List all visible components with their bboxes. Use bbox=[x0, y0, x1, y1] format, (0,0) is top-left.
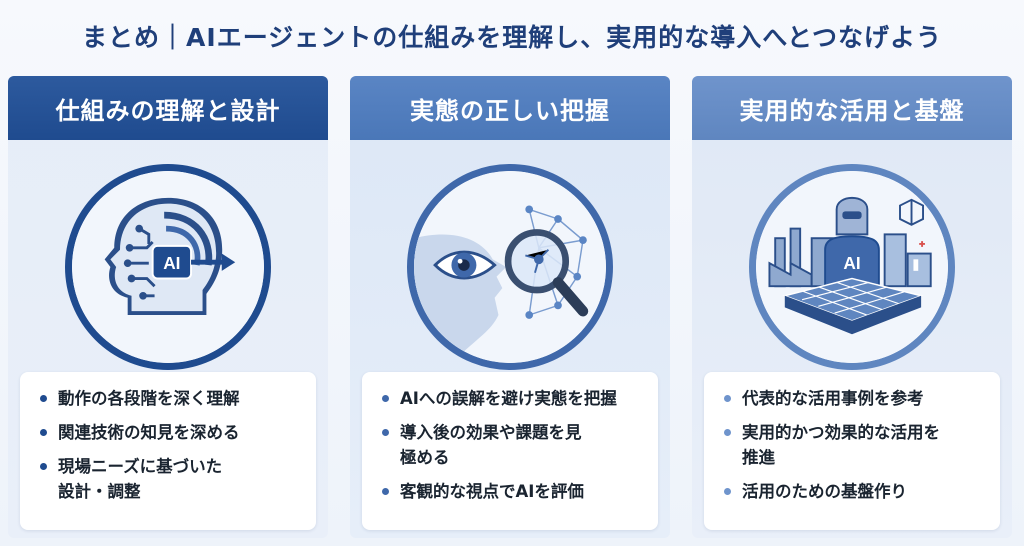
bullet-card: 動作の各段階を深く理解 関連技術の知見を深める 現場ニーズに基づいた 設計・調整 bbox=[20, 372, 316, 530]
column-practical-use: 実用的な活用と基盤 AI bbox=[692, 76, 1012, 538]
column-header: 仕組みの理解と設計 bbox=[8, 76, 328, 140]
bullet-card: 代表的な活用事例を参考 実用的かつ効果的な活用を 推進 活用のための基盤作り bbox=[704, 372, 1000, 530]
list-item: 代表的な活用事例を参考 bbox=[724, 386, 990, 411]
robot-chest-label: AI bbox=[843, 253, 860, 273]
ai-head-circuit-icon: AI bbox=[65, 164, 271, 370]
list-item: 導入後の効果や課題を見 極める bbox=[382, 420, 648, 470]
list-item: 関連技術の知見を深める bbox=[40, 420, 306, 445]
column-understanding-design: 仕組みの理解と設計 AI bbox=[8, 76, 328, 538]
list-item: 実用的かつ効果的な活用を 推進 bbox=[724, 420, 990, 470]
bullet-card: AIへの誤解を避け実態を把握 導入後の効果や課題を見 極める 客観的な視点でAI… bbox=[362, 372, 658, 530]
column-header: 実態の正しい把握 bbox=[350, 76, 670, 140]
column-header: 実用的な活用と基盤 bbox=[692, 76, 1012, 140]
list-item: 活用のための基盤作り bbox=[724, 479, 990, 504]
list-item: 動作の各段階を深く理解 bbox=[40, 386, 306, 411]
page-title: まとめ｜AIエージェントの仕組みを理解し、実用的な導入へとつなげよう bbox=[82, 23, 942, 52]
list-item: 客観的な視点でAIを評価 bbox=[382, 479, 648, 504]
ai-chip-label: AI bbox=[163, 253, 180, 273]
eye-magnifier-icon bbox=[407, 164, 613, 370]
list-item: AIへの誤解を避け実態を把握 bbox=[382, 386, 648, 411]
list-item: 現場ニーズに基づいた 設計・調整 bbox=[40, 454, 306, 504]
ai-robot-city-icon: AI bbox=[749, 164, 955, 370]
column-accurate-understanding: 実態の正しい把握 bbox=[350, 76, 670, 538]
